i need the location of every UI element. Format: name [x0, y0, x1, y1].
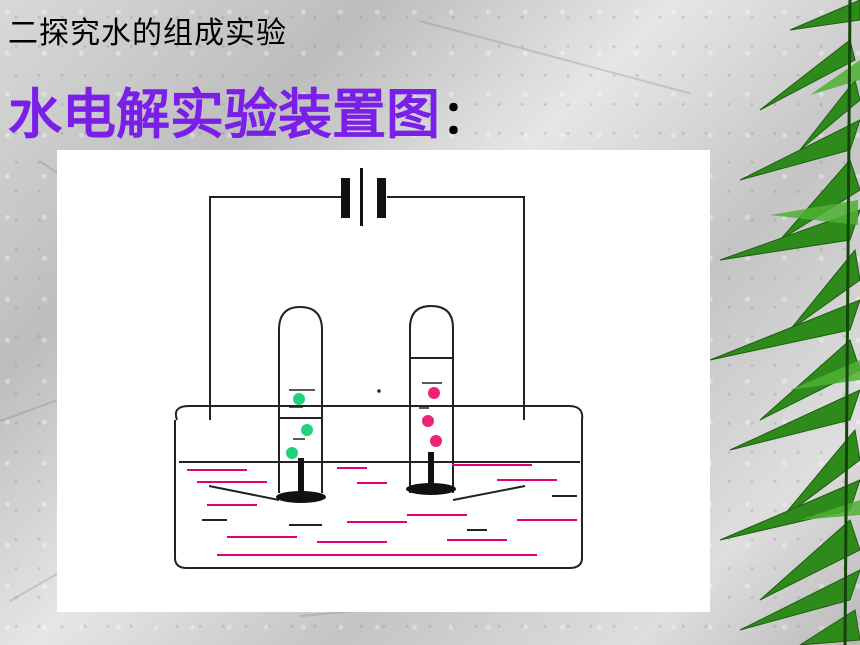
water-surface — [187, 464, 577, 556]
electrode-icon — [276, 452, 456, 503]
title-colon: ： — [442, 90, 488, 144]
circuit-wire — [209, 196, 525, 420]
electrolysis-diagram — [174, 168, 584, 569]
title-text: 水电解实验装置图 — [8, 82, 440, 146]
bamboo-leaf-icon — [709, 0, 860, 645]
slide-title: 水电解实验装置图： — [8, 70, 488, 149]
test-tube-left — [278, 305, 323, 493]
water-container — [174, 405, 584, 569]
slide-subtitle: 二探究水的组成实验 — [8, 16, 287, 51]
bubble-icon — [286, 387, 442, 459]
test-tube-right — [409, 304, 454, 493]
battery-icon — [341, 168, 386, 226]
bamboo-decoration — [709, 0, 860, 645]
diagram-panel — [57, 150, 710, 612]
